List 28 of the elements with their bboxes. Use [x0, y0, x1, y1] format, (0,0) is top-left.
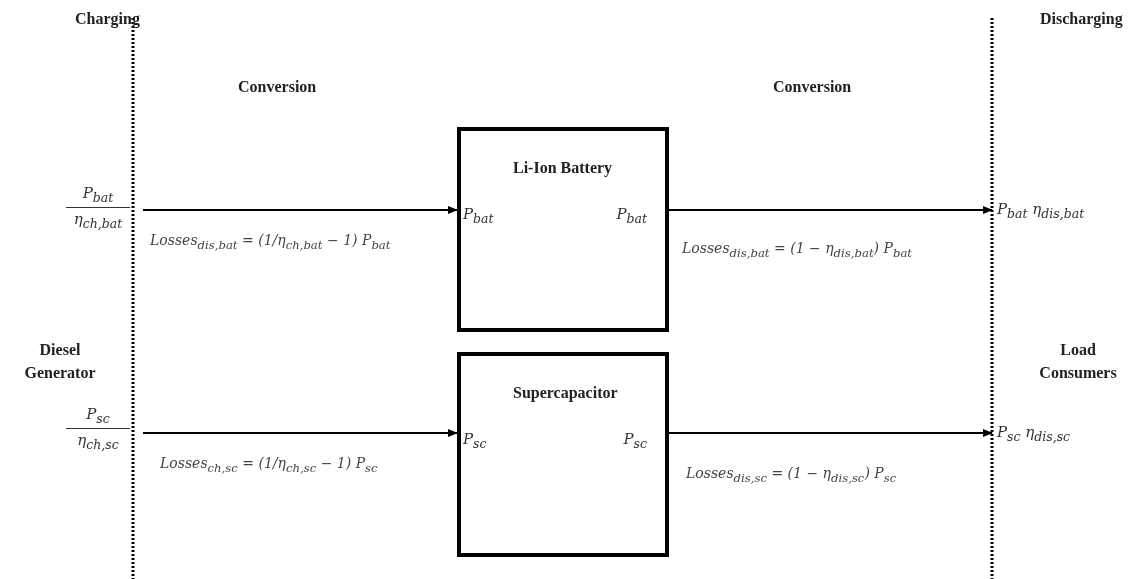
- loss-equation: Losses$_{ch,sc}$ = (1/η$_{ch,sc}$ − 1) P$_{sc}$: [160, 455, 378, 475]
- storage-box: [457, 352, 669, 557]
- section-heading: Discharging: [1040, 10, 1123, 28]
- arrow: [668, 206, 993, 214]
- box-title: Li-Ion Battery: [513, 159, 613, 177]
- power-label: P$_{bat}$: [616, 205, 647, 226]
- loss-equation: Losses$_{dis,sc}$ = (1 − η$_{dis,sc}$) P$_{sc}$: [686, 465, 897, 485]
- power-label: P$_{sc}$: [623, 430, 647, 451]
- numerator-text: P$_{bat}$: [66, 184, 130, 208]
- power-label: P$_{bat}$: [463, 205, 494, 226]
- arrow: [668, 429, 993, 437]
- output-power-text: P$_{bat}$ η$_{dis,bat}$: [997, 200, 1085, 221]
- power-label: P$_{sc}$: [463, 430, 487, 451]
- source-label: Diesel Generator: [23, 340, 97, 384]
- arrow: [142, 206, 458, 214]
- denominator-text: η$_{ch,sc}$: [76, 430, 120, 452]
- loss-equation: Losses$_{dis,bat}$ = (1/η$_{ch,bat}$ − 1) P$_{bat}$: [150, 232, 391, 252]
- arrow: [142, 429, 458, 437]
- loss-equation: Losses$_{dis,bat}$ = (1 − η$_{dis,bat}$) P$_{bat}$: [682, 240, 913, 260]
- section-heading: Conversion: [238, 78, 317, 96]
- sink-label: Load Consumers: [1038, 340, 1118, 384]
- numerator-text: P$_{sc}$: [66, 405, 130, 429]
- section-heading: Charging: [75, 10, 140, 28]
- denominator-text: η$_{ch,bat}$: [72, 209, 124, 231]
- section-heading: Conversion: [773, 78, 852, 96]
- output-power-text: P$_{sc}$ η$_{dis,sc}$: [997, 423, 1071, 444]
- storage-box: [457, 127, 669, 332]
- box-title: Supercapacitor: [513, 384, 618, 402]
